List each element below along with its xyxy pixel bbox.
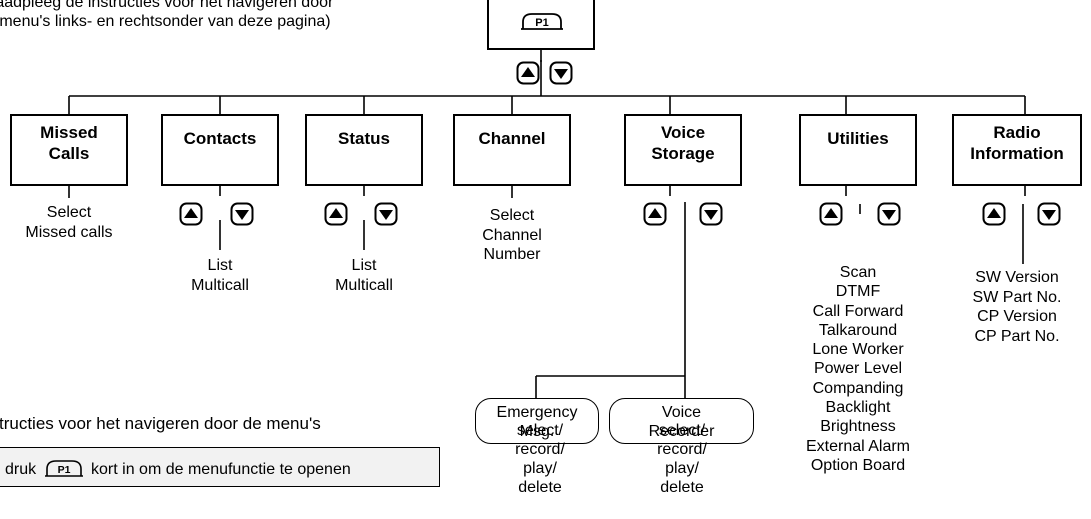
- action-line: record/: [657, 441, 707, 458]
- root-down-arrow-icon: [549, 61, 573, 85]
- result-line: Talkaround: [818, 321, 898, 339]
- footer-heading: tructies voor het navigeren door de menu…: [0, 414, 321, 433]
- result-line: List: [207, 257, 233, 274]
- action-line: select/: [658, 422, 706, 439]
- result-line: Select: [46, 204, 92, 221]
- submenu-title-line: Voice: [661, 404, 702, 421]
- menu-title-line: Calls: [48, 144, 90, 163]
- submenu-title-line: Recorder: [648, 423, 715, 440]
- menu-box-utilities: Utilities: [799, 114, 917, 186]
- status-down-arrow-icon: [374, 202, 398, 226]
- submenu-voice-recorder: Voice Recorder: [609, 398, 754, 444]
- result-line: Lone Worker: [812, 341, 904, 359]
- menu-box-missed-calls: Missed Calls: [10, 114, 128, 186]
- result-line: CP Version: [977, 308, 1057, 326]
- p1-key-icon: P1: [521, 13, 563, 30]
- menu-title-line: Missed: [40, 123, 98, 142]
- status-up-arrow-icon: [324, 202, 348, 226]
- result-line: Companding: [812, 379, 904, 397]
- menu-title-line: Information: [970, 144, 1064, 163]
- intro-text-line-2: e menu's links- en rechtsonder van deze …: [0, 13, 331, 30]
- menu-box-radio-information: Radio Information: [952, 114, 1082, 186]
- menu-box-contacts: Contacts: [161, 114, 279, 186]
- radio-info-up-arrow-icon: [982, 202, 1006, 226]
- footer-instruction-box: druk P1 kort in om de menufunctie te ope…: [0, 447, 440, 487]
- radio-info-down-arrow-icon: [1037, 202, 1061, 226]
- result-line: CP Part No.: [974, 327, 1060, 345]
- missed-calls-result: Select Missed calls: [4, 203, 134, 242]
- result-line: Backlight: [825, 399, 891, 417]
- menu-box-voice-storage: Voice Storage: [624, 114, 742, 186]
- result-line: Multicall: [335, 276, 393, 294]
- action-line: delete: [660, 479, 704, 496]
- menu-title-line: Storage: [651, 144, 715, 163]
- menu-title-line: Contacts: [183, 129, 257, 148]
- menu-title-line: Status: [338, 129, 390, 148]
- result-line: SW Version: [975, 269, 1059, 286]
- result-line: Missed calls: [25, 223, 113, 241]
- menu-title-line: Voice: [660, 123, 706, 142]
- menu-box-channel: Channel: [453, 114, 571, 186]
- result-line: External Alarm: [805, 437, 911, 455]
- p1-key-label: P1: [57, 464, 70, 476]
- status-result: List Multicall: [304, 256, 424, 295]
- action-line: select/: [516, 422, 564, 439]
- action-line: record/: [515, 441, 565, 458]
- intro-text-line-1: raadpleeg de instructies voor het navige…: [0, 0, 334, 11]
- emergency-msg-actions: select/ record/ play/ delete: [490, 379, 590, 497]
- root-menu-box: P1: [487, 0, 595, 50]
- p1-key-icon: P1: [44, 460, 83, 477]
- result-line: Brightness: [820, 418, 896, 436]
- result-line: List: [351, 257, 377, 274]
- root-up-arrow-icon: [516, 61, 540, 85]
- action-line: play/: [523, 460, 557, 477]
- contacts-up-arrow-icon: [179, 202, 203, 226]
- result-line: SW Part No.: [972, 288, 1062, 306]
- submenu-emergency-msg: Emergency Msg.: [475, 398, 599, 444]
- result-line: Scan: [839, 264, 877, 281]
- contacts-result: List Multicall: [160, 256, 280, 295]
- submenu-title-line: Msg.: [519, 423, 555, 440]
- utilities-down-arrow-icon: [877, 202, 901, 226]
- menu-title-line: Radio: [993, 123, 1041, 142]
- footer-instruction: druk P1 kort in om de menufunctie te ope…: [5, 458, 351, 479]
- p1-key-label: P1: [535, 17, 548, 29]
- voice-recorder-actions: select/ record/ play/ delete: [632, 379, 732, 497]
- menu-title-line: Utilities: [827, 129, 889, 148]
- footer-instruction-after: kort in om de menufunctie te openen: [91, 461, 351, 478]
- utilities-result: Scan DTMF Call Forward Talkaround Lone W…: [786, 263, 930, 475]
- action-line: play/: [665, 460, 699, 477]
- menu-title-line: Channel: [478, 129, 546, 148]
- result-line: Number: [483, 246, 541, 264]
- result-line: Option Board: [810, 456, 906, 474]
- result-line: Call Forward: [812, 302, 904, 320]
- result-line: Channel: [482, 226, 542, 244]
- radio-information-result: SW Version SW Part No. CP Version CP Par…: [951, 268, 1083, 346]
- result-line: Multicall: [191, 276, 249, 294]
- menu-box-status: Status: [305, 114, 423, 186]
- footer-instruction-before: druk: [5, 461, 37, 478]
- voice-storage-down-arrow-icon: [699, 202, 723, 226]
- contacts-down-arrow-icon: [230, 202, 254, 226]
- voice-storage-up-arrow-icon: [643, 202, 667, 226]
- channel-result: Select Channel Number: [452, 206, 572, 265]
- result-line: Select: [489, 207, 535, 224]
- utilities-up-arrow-icon: [819, 202, 843, 226]
- result-line: DTMF: [835, 283, 881, 301]
- result-line: Power Level: [813, 360, 903, 378]
- action-line: delete: [518, 479, 562, 496]
- submenu-title-line: Emergency: [496, 404, 578, 421]
